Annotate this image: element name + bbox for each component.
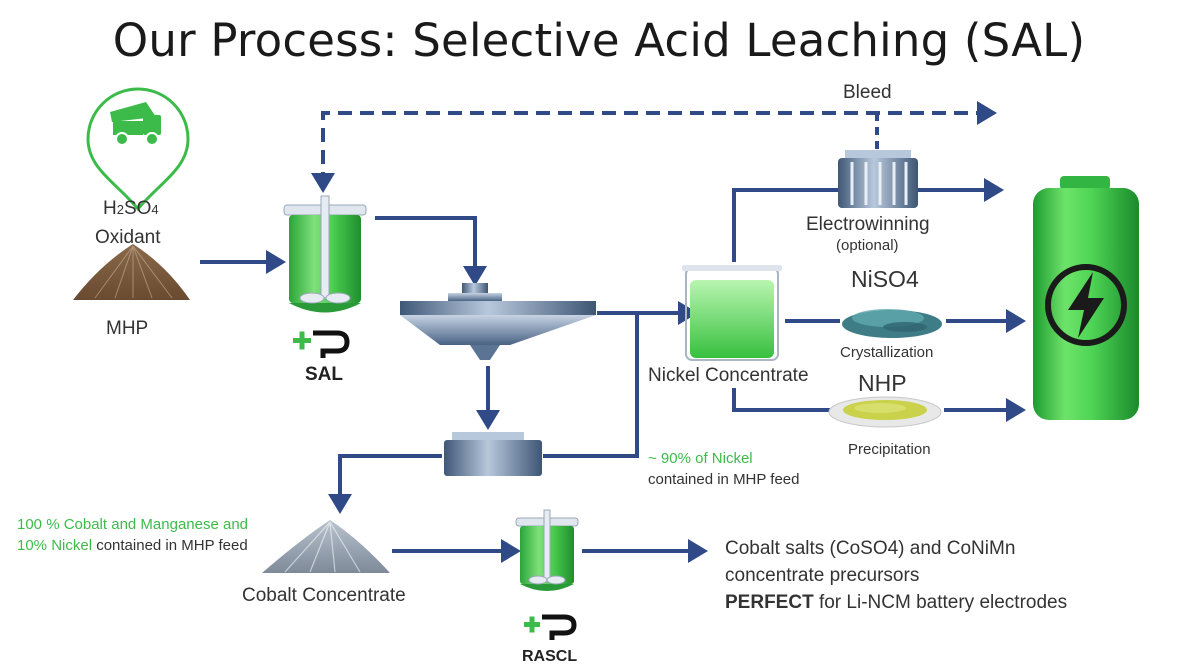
output-line-2: concentrate precursors (725, 565, 920, 586)
output-line-3: PERFECT for Li-NCM battery electrodes (725, 592, 1068, 613)
to-cobalt-arrow-icon (328, 494, 352, 514)
bleed-label: Bleed (843, 82, 892, 103)
cobalt-concentrate-pile-icon (262, 520, 390, 573)
nickel-percent-label: ~ 90% of Nickel (648, 450, 753, 467)
thickener-icon (400, 283, 596, 360)
to-battery-top-arrow-icon (984, 178, 1004, 202)
cobalt-concentrate-label: Cobalt Concentrate (242, 585, 406, 606)
bleed-arrow-icon (977, 101, 997, 125)
optional-label: (optional) (836, 237, 899, 254)
electrowinning-label: Electrowinning (806, 214, 930, 235)
to-battery-low-arrow-icon (1006, 398, 1026, 422)
sal-label: SAL (305, 364, 343, 385)
reactor-tank-icon (283, 195, 367, 313)
plus-p-logo-icon (293, 330, 350, 358)
h2so4-label: H2SO4 (103, 198, 159, 219)
niso4-label: NiSO4 (851, 266, 919, 292)
crystallization-label: Crystallization (840, 344, 934, 361)
to-beaker-arrow-icon (678, 301, 698, 325)
precipitation-label: Precipitation (848, 441, 931, 458)
reactor-tank-icon (515, 509, 579, 591)
beaker-to-precipitation-line (732, 388, 830, 412)
mining-truck-pin-icon (86, 87, 190, 212)
to-rascl-arrow-icon (501, 539, 521, 563)
recycle-arrow-icon (311, 173, 335, 193)
cobalt-manganese-note: 100 % Cobalt and Manganese and (17, 516, 249, 533)
page-title: Our Process: Selective Acid Leaching (SA… (112, 14, 1086, 67)
nickel-concentrate-label: Nickel Concentrate (648, 365, 809, 386)
to-thickener-arrow-icon (463, 266, 487, 286)
bleed-recycle-line (321, 111, 990, 175)
nhp-dish-icon (828, 396, 942, 428)
feed-arrow-icon (266, 250, 286, 274)
filter-to-beaker-line (543, 313, 639, 458)
rascl-label: RASCL (522, 648, 578, 665)
to-filter-arrow-icon (476, 410, 500, 430)
mhp-label: MHP (106, 318, 149, 339)
filter-press-icon (444, 432, 542, 476)
niso4-crystals-icon (842, 309, 942, 338)
reactor-to-thickener-line (375, 216, 477, 268)
battery-lightning-icon (1033, 176, 1139, 420)
beaker-icon (682, 265, 782, 361)
filter-to-cobalt-line (338, 454, 442, 498)
arrow-heads (266, 101, 1026, 563)
plus-p-logo-icon (524, 614, 577, 640)
flow-lines (200, 111, 1010, 553)
ore-pile-icon (73, 244, 190, 300)
cobalt-nickel-note: 10% Nickel contained in MHP feed (17, 537, 248, 554)
electrowinning-cell-icon (838, 150, 918, 208)
output-line-1: Cobalt salts (CoSO4) and CoNiMn (725, 538, 1016, 559)
oxidant-label: Oxidant (95, 227, 161, 248)
to-battery-mid-arrow-icon (1006, 309, 1026, 333)
nhp-label: NHP (858, 370, 907, 396)
to-output-arrow-icon (688, 539, 708, 563)
nickel-feed-label: contained in MHP feed (648, 471, 800, 488)
